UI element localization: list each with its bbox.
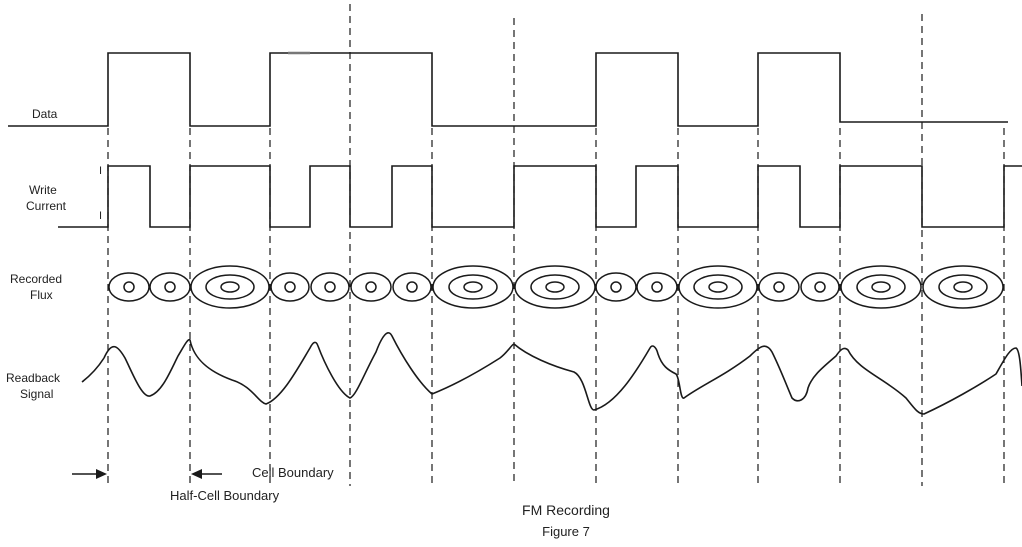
flux-domain [678,265,758,309]
write-current-waveform [58,165,1022,228]
write-current-label-line2: Current [26,199,67,213]
flux-domain [350,272,392,302]
flux-domain [514,265,596,309]
flux-domain [840,265,922,309]
recorded-flux-label-line2: Flux [30,288,53,302]
arrow-left-icon [191,469,202,479]
figure-number: Figure 7 [542,524,590,539]
flux-domain [595,272,637,302]
flux-domain [636,272,678,302]
half-cell-boundary-annotation: Half-Cell Boundary [170,488,280,503]
write-current-label-line1: Write [29,183,57,197]
flux-domain [922,265,1004,309]
readback-label-leader [81,357,105,383]
data-row-label: Data [32,107,58,121]
boundary-lines [107,4,1005,486]
figure-title: FM Recording [522,502,610,518]
write-current-bottom-mark: I [99,210,102,222]
data-waveform [8,52,1008,127]
arrow-right-icon [96,469,107,479]
flux-domain [758,272,800,302]
flux-domain [392,272,432,302]
flux-domain [149,272,191,302]
flux-domain [800,272,840,302]
flux-domain [108,272,150,302]
readback-label-line2: Signal [20,387,53,401]
recorded-flux-label-line1: Recorded [10,272,62,286]
half-cell-boundary-marker [72,469,222,479]
flux-domain [310,272,350,302]
recorded-flux-row [108,265,1004,309]
flux-domain [270,272,310,302]
cell-boundary-annotation: Cell Boundary [252,465,334,480]
flux-domain [190,265,270,309]
readback-label-line1: Readback [6,371,61,385]
readback-signal-waveform [103,332,1022,415]
write-current-top-mark: I [99,165,102,177]
flux-domain [432,265,514,309]
